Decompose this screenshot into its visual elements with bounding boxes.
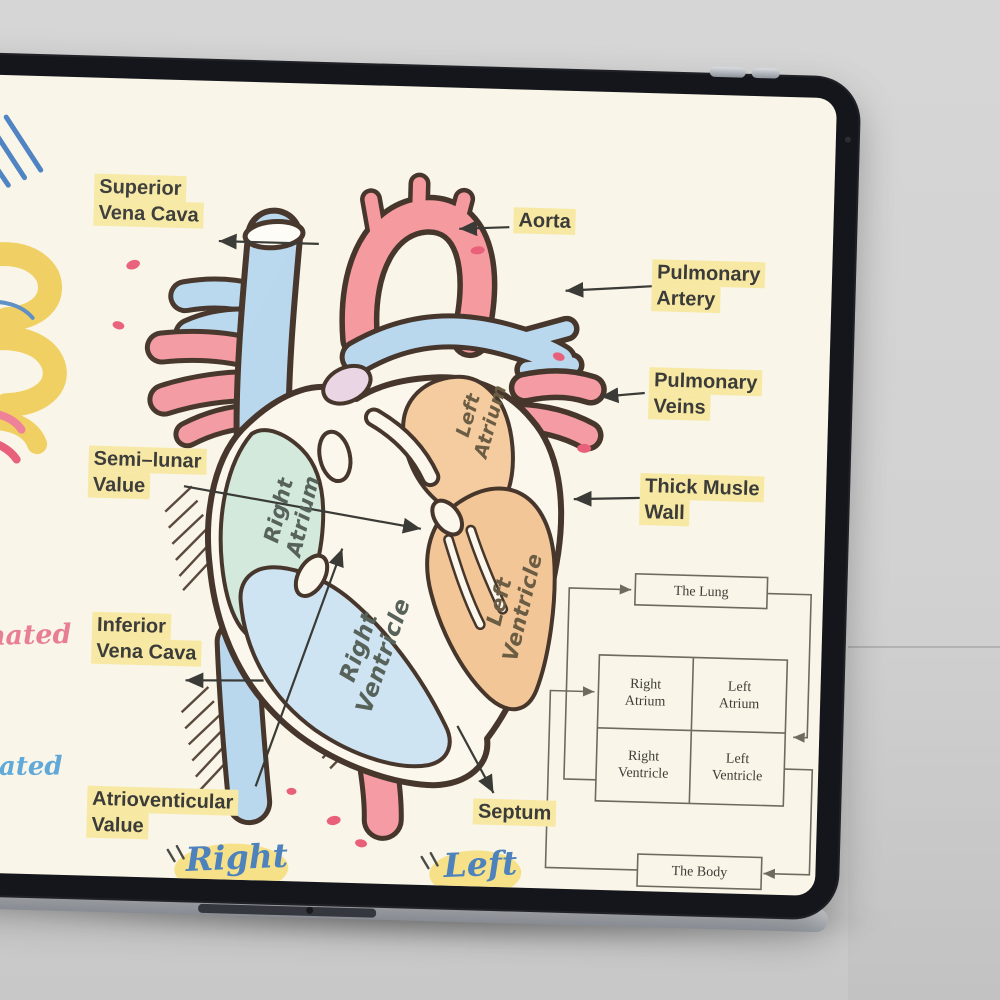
left-ventricle-shape (425, 486, 557, 712)
blood-cell-dots (112, 246, 592, 848)
label-superior-vena-cava: Superior Vena Cava (93, 173, 204, 229)
arrow-pulmonary-artery (565, 281, 653, 298)
desk-surface (848, 648, 1000, 1000)
flow-left-ventricle-cell: Left Ventricle (691, 749, 784, 786)
flow-left-atrium-cell: Left Atrium (693, 678, 786, 715)
heart-diagram-drawing (0, 114, 814, 896)
label-line: Superior (93, 173, 187, 203)
left-script-word: Left (442, 843, 518, 886)
blue-word-fragment: nated (0, 751, 63, 783)
tablet-device: Superior Vena Cava Aorta Pulmonary Arter… (0, 41, 862, 933)
flow-body-label: The Body (637, 862, 761, 882)
arrow-semi-lunar (183, 485, 422, 534)
label-line: Value (87, 471, 151, 500)
label-semi-lunar-value: Semi–lunar Value (87, 445, 207, 501)
flow-line: Atrium (718, 696, 760, 713)
arrow-superior-vena-cava (218, 233, 319, 250)
label-line: Inferior (91, 611, 172, 640)
label-line: Wall (639, 498, 691, 527)
label-line: Pulmonary (651, 259, 766, 289)
arrow-septum (456, 725, 495, 794)
right-ventricle-shape (238, 565, 452, 769)
arrow-pulmonary-veins (600, 387, 645, 404)
right-script-word: Right (184, 835, 289, 879)
heart-body (205, 363, 565, 789)
flow-right-atrium-cell: Right Atrium (599, 675, 692, 712)
label-atrioventicular-value: Atrioventicular Value (86, 785, 239, 842)
label-line: Artery (651, 285, 721, 314)
volume-button (709, 66, 746, 78)
label-inferior-vena-cava: Inferior Vena Cava (90, 611, 202, 667)
label-aorta: Aorta (513, 207, 577, 236)
label-pulmonary-artery: Pulmonary Artery (651, 259, 766, 314)
arrow-aorta (459, 220, 510, 237)
arrow-atrioventicular (254, 548, 344, 787)
label-line: Aorta (513, 207, 577, 236)
flow-diagram (544, 573, 814, 891)
label-line: Semi–lunar (88, 445, 207, 475)
tablet-screen: Superior Vena Cava Aorta Pulmonary Arter… (0, 70, 838, 896)
label-thick-musle-wall: Thick Musle Wall (639, 472, 765, 528)
margin-doodles (0, 114, 67, 464)
label-line: Septum (472, 798, 557, 827)
desk-wall-seam (848, 646, 1000, 648)
label-septum: Septum (472, 798, 557, 827)
label-line: Thick Musle (639, 472, 765, 503)
semilunar-valve-shape (317, 429, 353, 484)
flow-right-ventricle-cell: Right Ventricle (597, 747, 690, 784)
flow-line: Ventricle (617, 765, 669, 782)
flow-line: Ventricle (711, 768, 763, 785)
label-line: Value (86, 811, 150, 840)
label-line: Vena Cava (93, 199, 204, 229)
label-line: Vena Cava (90, 637, 202, 667)
flow-line: Atrium (624, 693, 666, 710)
label-line: Pulmonary (648, 367, 763, 397)
flow-line: The Body (671, 863, 728, 881)
label-line: Veins (648, 393, 711, 421)
mitral-valve-shape (430, 498, 465, 537)
arrow-inferior-vena-cava (185, 672, 264, 689)
label-pulmonary-veins: Pulmonary Veins (648, 367, 763, 422)
arrow-thick-musle-wall (573, 490, 640, 507)
power-button (751, 67, 780, 79)
label-arrows (183, 220, 653, 794)
pink-word-fragment: nated (0, 618, 72, 652)
tricuspid-valve-shape (293, 553, 330, 598)
